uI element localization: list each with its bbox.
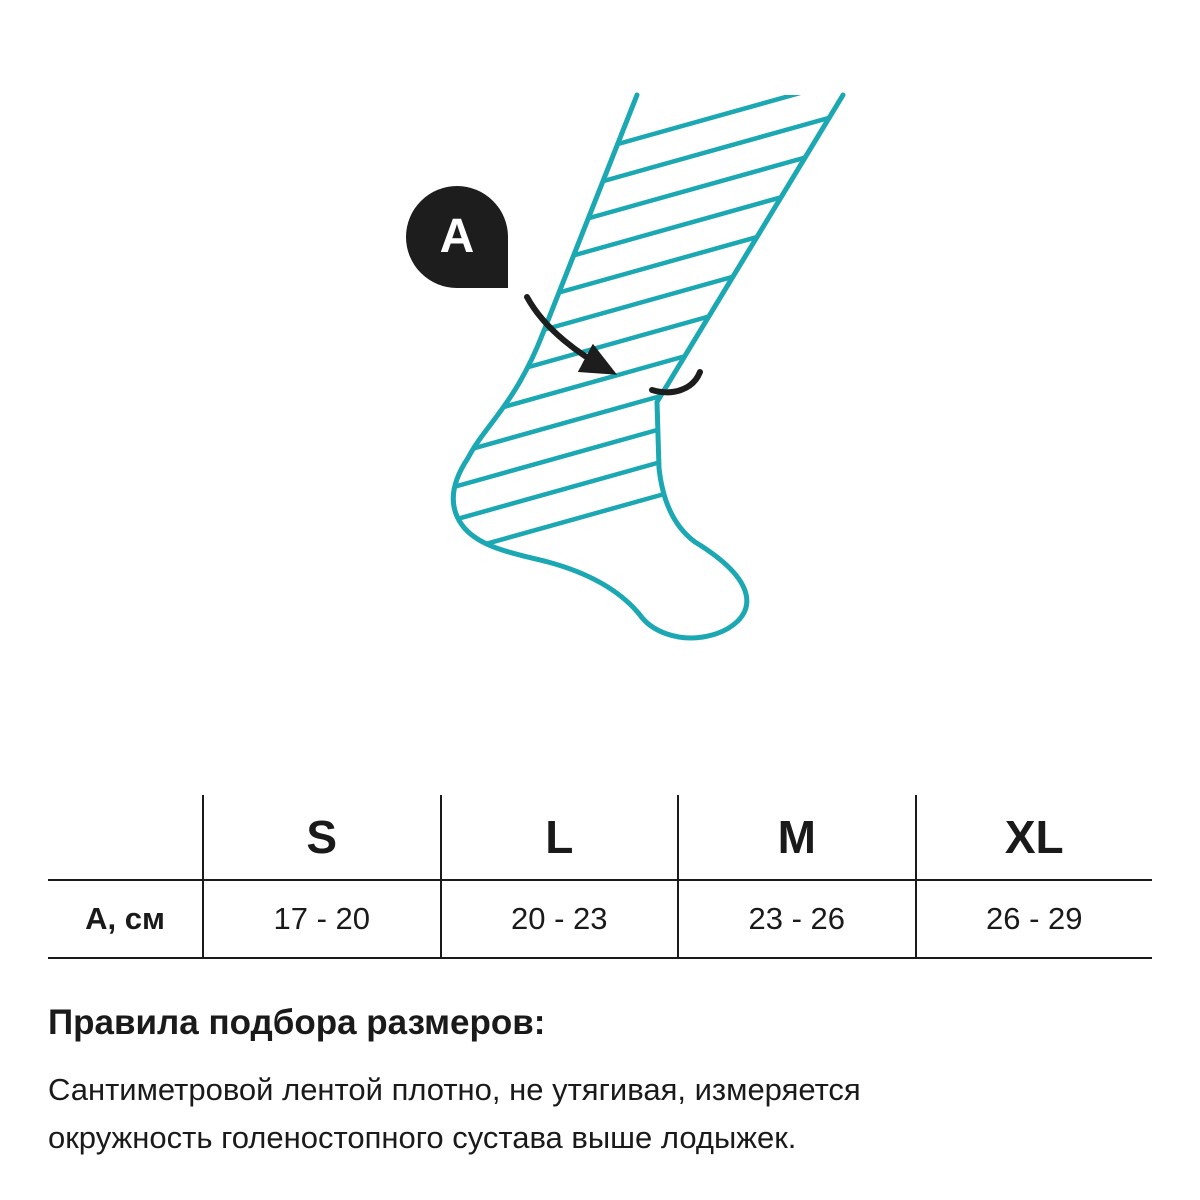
measure-row-label: А, см bbox=[48, 879, 202, 957]
size-table-corner-cell bbox=[48, 795, 202, 879]
size-column-header-xl: XL bbox=[914, 795, 1153, 879]
ankle-measurement-illustration: A bbox=[406, 92, 846, 641]
measure-arrow bbox=[524, 294, 618, 375]
size-range-xl: 26 - 29 bbox=[914, 879, 1152, 957]
size-table: S L M XL А, см 17 - 20 20 - 23 23 - 26 2… bbox=[48, 795, 1152, 959]
rules-body: Сантиметровой лентой плотно, не утягивая… bbox=[48, 1072, 861, 1155]
leg-foot-outline bbox=[450, 92, 846, 641]
size-column-header-s: S bbox=[202, 795, 440, 879]
ankle-sock-drawing bbox=[450, 92, 846, 641]
measurement-point-label: A bbox=[439, 210, 475, 263]
size-range-m: 23 - 26 bbox=[677, 879, 915, 957]
measure-arrow-back bbox=[649, 369, 703, 396]
size-column-header-l: L bbox=[439, 795, 678, 879]
size-range-s: 17 - 20 bbox=[202, 879, 440, 957]
measurement-point-marker: A bbox=[406, 186, 508, 288]
sock-hatching bbox=[453, 95, 843, 564]
size-range-l: 20 - 23 bbox=[439, 879, 677, 957]
rules-heading: Правила подбора размеров: bbox=[48, 1003, 546, 1042]
size-column-header-m: M bbox=[677, 795, 915, 879]
